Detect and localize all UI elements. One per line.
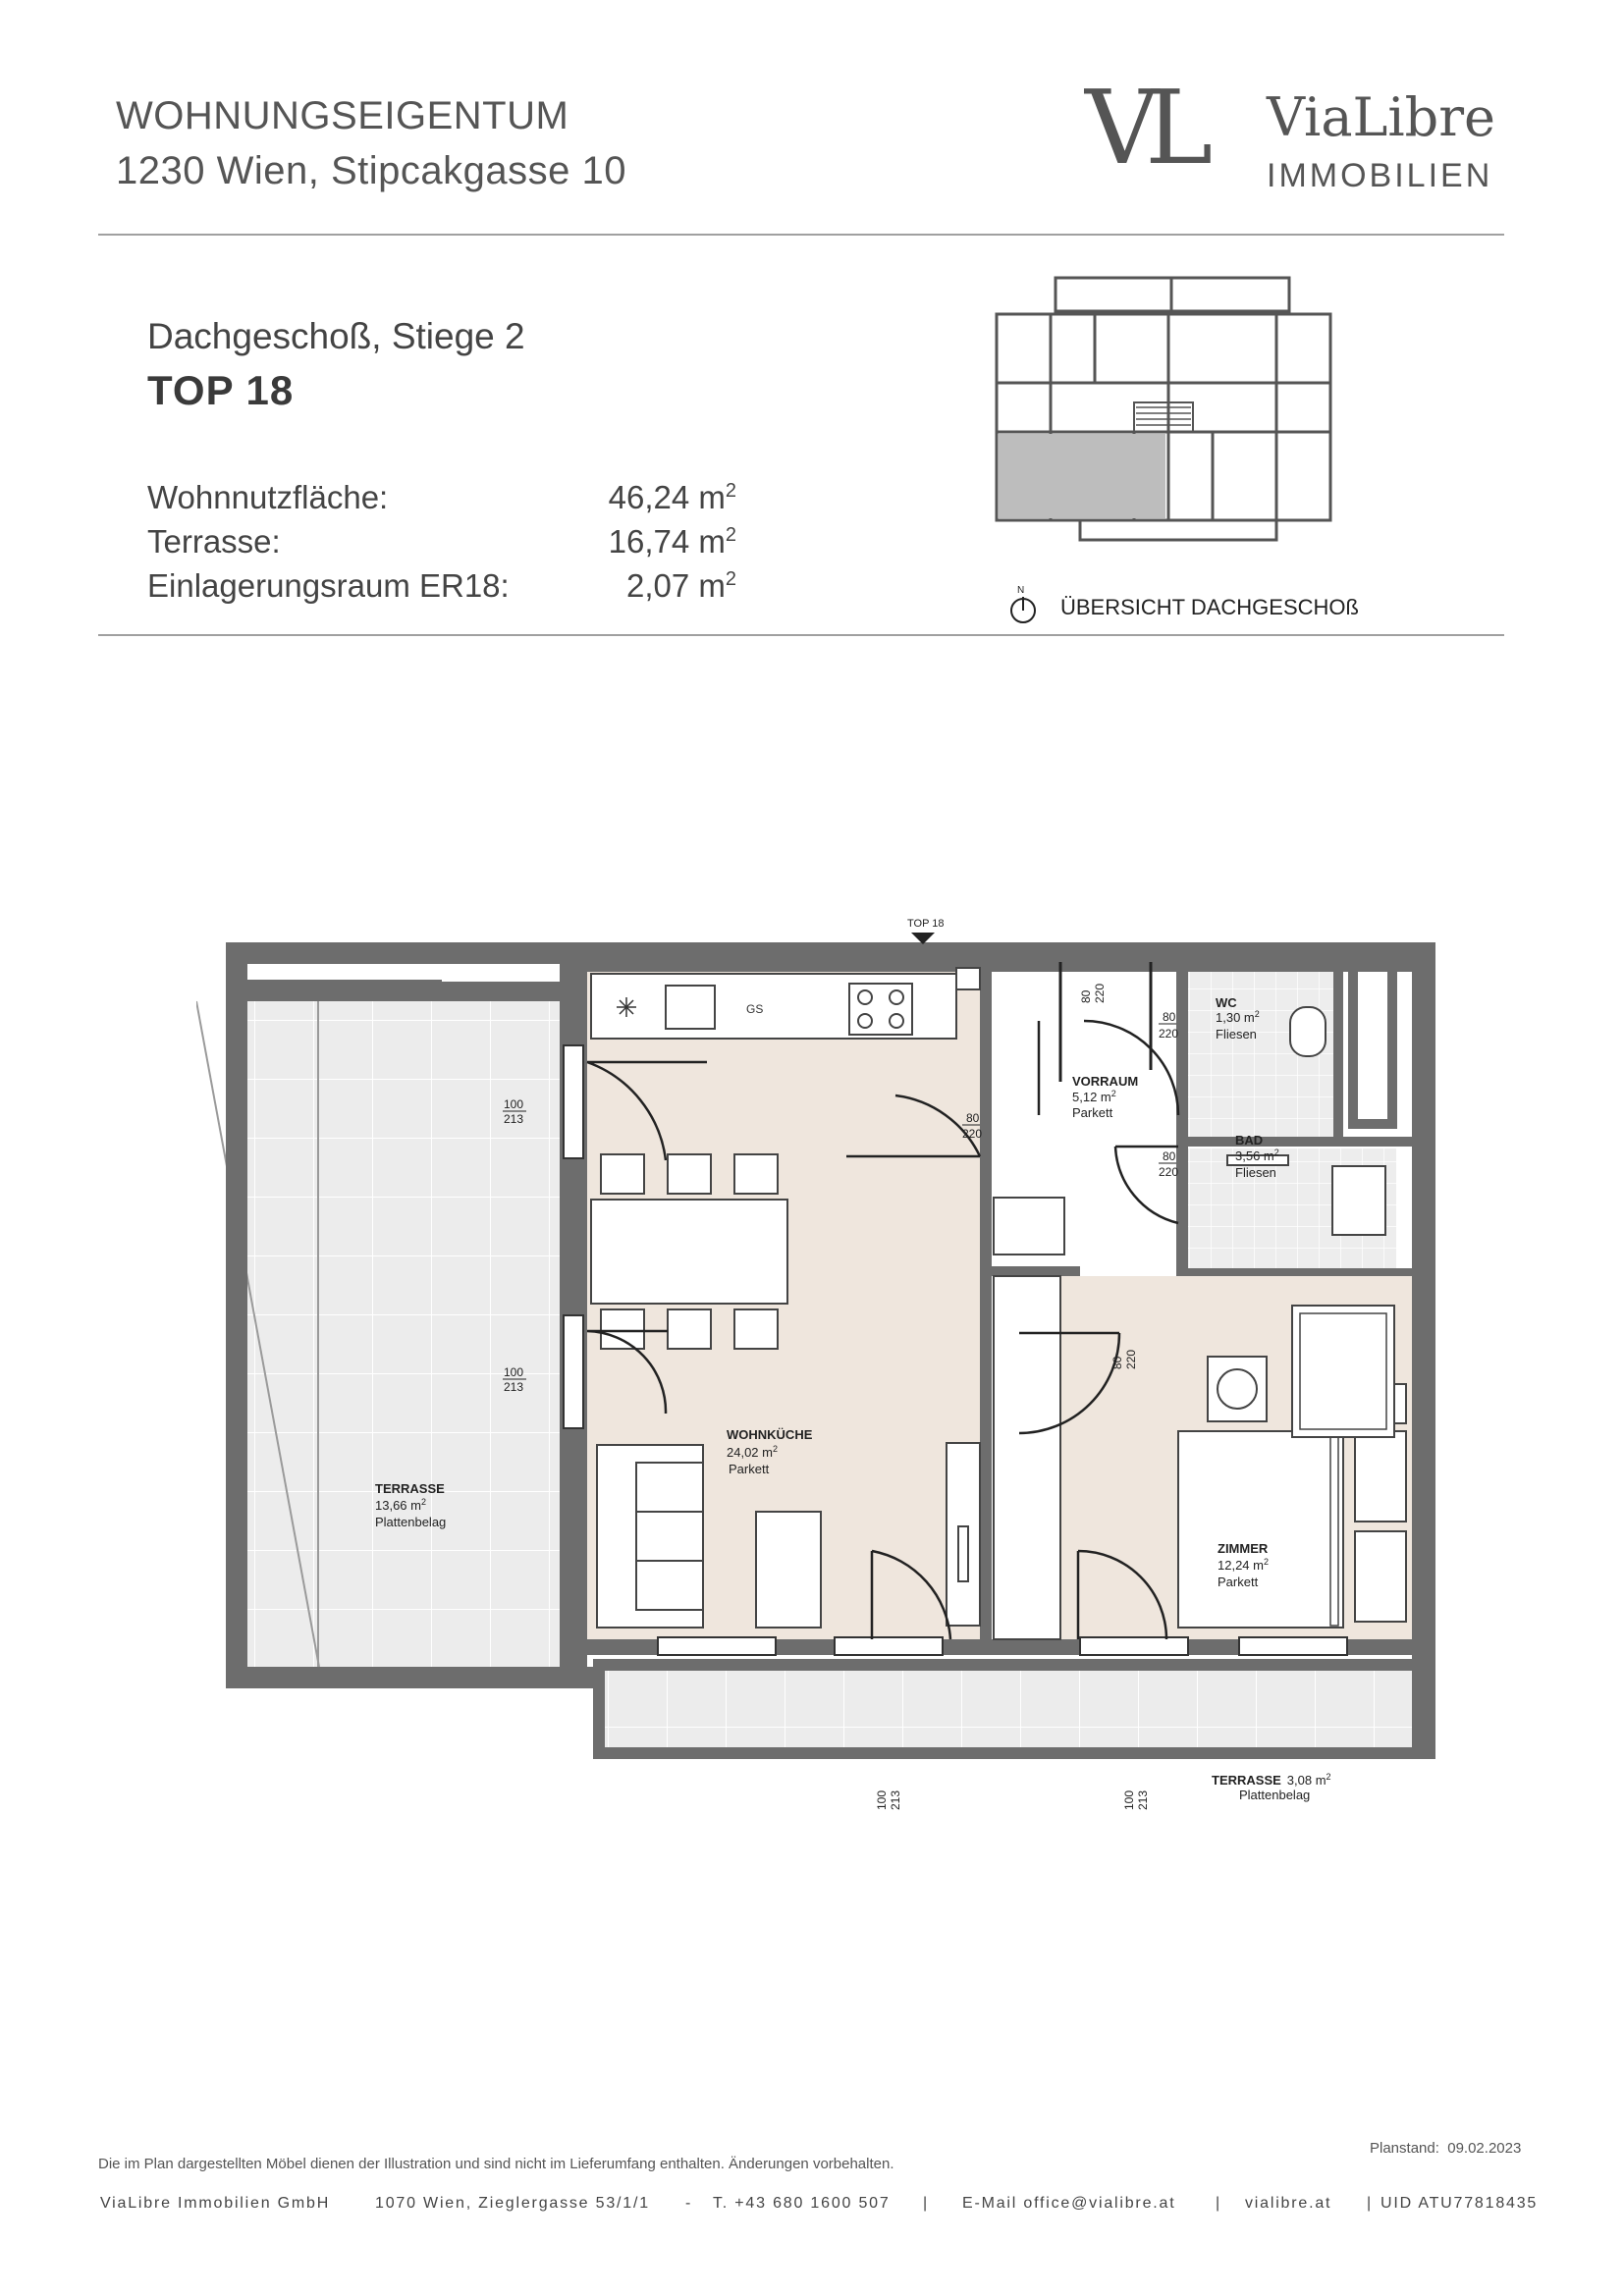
svg-text:GS: GS: [746, 1002, 763, 1016]
unit-number: TOP 18: [147, 367, 295, 413]
overview-highlight: [999, 434, 1165, 518]
svg-text:24,02 m2: 24,02 m2: [727, 1444, 778, 1460]
svg-text:213: 213: [889, 1790, 902, 1810]
logo-name: ViaLibre: [1267, 86, 1495, 148]
svg-text:Plattenbelag: Plattenbelag: [1239, 1788, 1310, 1802]
svg-text:13,66 m2: 13,66 m2: [375, 1497, 426, 1513]
svg-text:80: 80: [966, 1111, 980, 1125]
svg-text:BAD: BAD: [1235, 1133, 1263, 1148]
area-value: 16,74 m2: [608, 523, 736, 560]
disclaimer-note: Die im Plan dargestellten Möbel dienen d…: [98, 2156, 894, 2172]
svg-text:213: 213: [1136, 1790, 1150, 1810]
svg-text:80: 80: [1079, 989, 1093, 1003]
svg-text:Parkett: Parkett: [729, 1462, 770, 1476]
north-arrow-icon: N: [1010, 585, 1036, 623]
area-row-wohnnutzflaeche: Wohnnutzfläche: 46,24 m2: [147, 479, 736, 518]
property-address: 1230 Wien, Stipcakgasse 10: [116, 149, 626, 192]
svg-text:WOHNKÜCHE: WOHNKÜCHE: [727, 1427, 813, 1442]
svg-text:VORRAUM: VORRAUM: [1072, 1074, 1138, 1089]
area-value: 2,07 m2: [625, 567, 736, 604]
area-row-einlagerungsraum: Einlagerungsraum ER18: 2,07 m2: [147, 567, 736, 607]
svg-text:Parkett: Parkett: [1218, 1575, 1259, 1589]
logo-subtitle: IMMOBILIEN: [1267, 157, 1493, 194]
floor-label: Dachgeschoß, Stiege 2: [147, 316, 525, 356]
svg-text:80: 80: [1163, 1010, 1176, 1024]
uid-number: UID ATU77818435: [1380, 2195, 1539, 2212]
svg-text:220: 220: [1093, 984, 1107, 1003]
svg-text:220: 220: [1159, 1165, 1178, 1179]
email-link[interactable]: E-Mail office@vialibre.at: [962, 2195, 1176, 2212]
separator: |: [923, 2195, 929, 2212]
svg-text:1,30 m2: 1,30 m2: [1216, 1009, 1260, 1025]
company-name: ViaLibre Immobilien GmbH: [100, 2195, 331, 2212]
svg-text:100: 100: [504, 1097, 523, 1111]
svg-text:12,24 m2: 12,24 m2: [1218, 1557, 1269, 1573]
area-label: Terrasse:: [147, 523, 281, 560]
svg-text:80: 80: [1110, 1356, 1124, 1369]
svg-text:N: N: [1017, 585, 1024, 596]
footer-contact-bar: ViaLibre Immobilien GmbH 1070 Wien, Zieg…: [98, 2195, 1542, 2218]
company-address: 1070 Wien, Zieglergasse 53/1/1: [375, 2195, 650, 2212]
svg-text:220: 220: [1159, 1027, 1178, 1041]
website-link[interactable]: vialibre.at: [1245, 2195, 1332, 2212]
separator: |: [1367, 2195, 1373, 2212]
svg-text:TERRASSE: TERRASSE: [375, 1481, 445, 1496]
plan-date: Planstand: 09.02.2023: [1370, 2140, 1522, 2157]
separator: |: [1216, 2195, 1221, 2212]
document-title: WOHNUNGSEIGENTUM: [116, 94, 569, 137]
svg-text:5,12 m2: 5,12 m2: [1072, 1089, 1116, 1104]
overview-floorplan: [995, 276, 1332, 542]
phone-number: T. +43 680 1600 507: [713, 2195, 891, 2212]
svg-text:100: 100: [1122, 1790, 1136, 1810]
main-floorplan: GS: [196, 918, 1435, 1810]
section-divider: [98, 634, 1504, 636]
svg-text:TOP 18: TOP 18: [907, 918, 945, 930]
svg-text:213: 213: [504, 1380, 523, 1394]
area-value: 46,24 m2: [608, 479, 736, 515]
area-row-terrasse: Terrasse: 16,74 m2: [147, 523, 736, 562]
area-label: Wohnnutzfläche:: [147, 479, 389, 515]
svg-text:Parkett: Parkett: [1072, 1105, 1113, 1120]
svg-text:100: 100: [504, 1365, 523, 1379]
svg-text:100: 100: [875, 1790, 889, 1810]
svg-text:80: 80: [1163, 1149, 1176, 1163]
overview-label: ÜBERSICHT DACHGESCHOß: [1060, 595, 1359, 619]
logo-monogram: VL: [1085, 68, 1213, 187]
area-label: Einlagerungsraum ER18:: [147, 567, 510, 604]
separator: -: [685, 2195, 693, 2212]
header-divider: [98, 234, 1504, 236]
svg-text:ZIMMER: ZIMMER: [1218, 1541, 1269, 1556]
svg-text:220: 220: [1124, 1350, 1138, 1369]
svg-text:Fliesen: Fliesen: [1235, 1165, 1276, 1180]
svg-text:220: 220: [962, 1127, 982, 1141]
svg-text:3,56 m2: 3,56 m2: [1235, 1148, 1279, 1163]
svg-text:Plattenbelag: Plattenbelag: [375, 1515, 446, 1529]
svg-text:213: 213: [504, 1112, 523, 1126]
svg-text:WC: WC: [1216, 995, 1237, 1010]
svg-text:Fliesen: Fliesen: [1216, 1027, 1257, 1041]
